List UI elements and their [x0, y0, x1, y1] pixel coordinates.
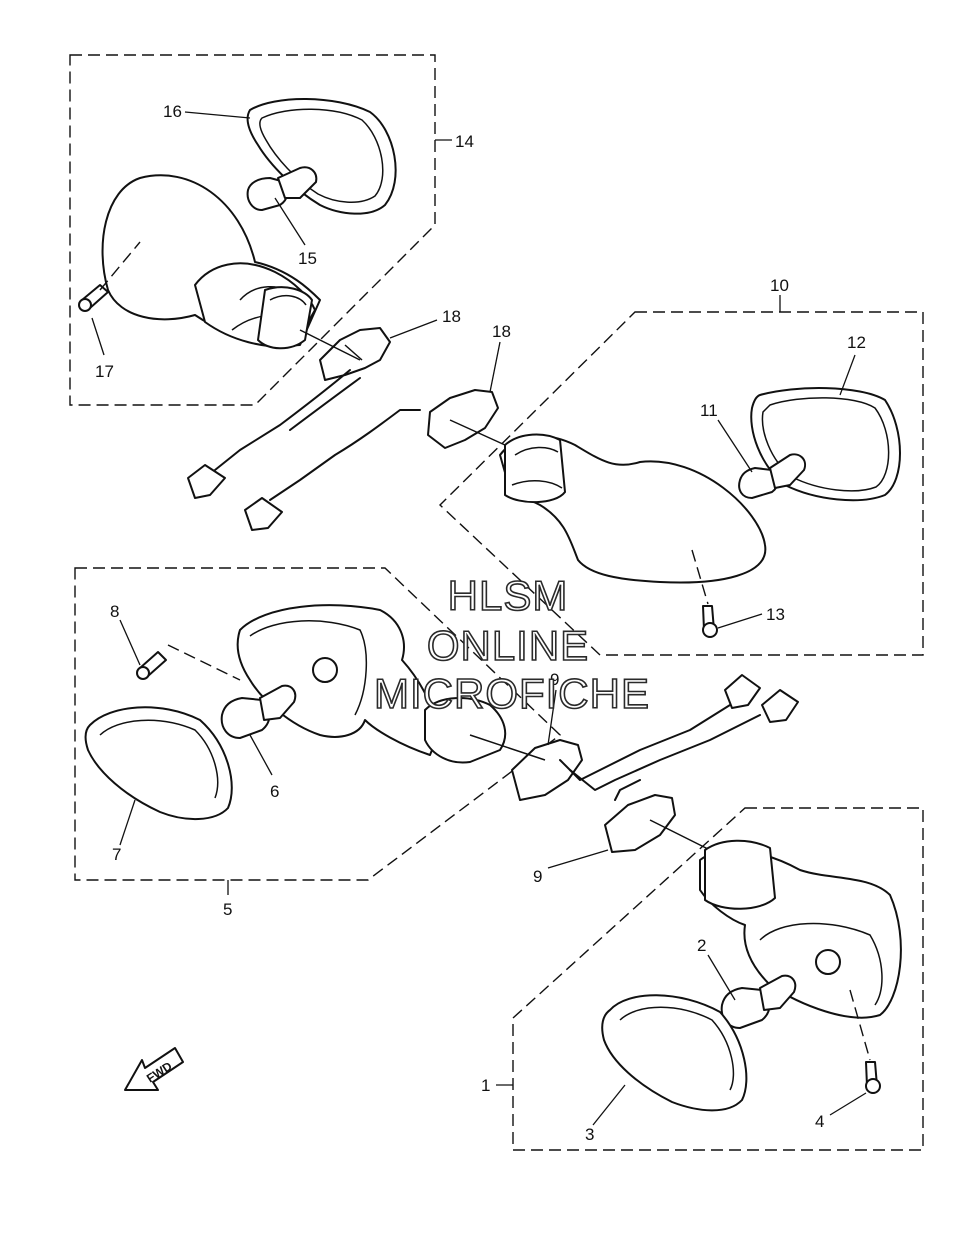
callout-6: 6 — [270, 782, 279, 801]
callout-3: 3 — [585, 1125, 594, 1144]
watermark-line-3: MICROFICHE — [374, 670, 650, 717]
callout-7: 7 — [112, 845, 121, 864]
grommet-bottom-right — [704, 839, 776, 910]
callout-10: 10 — [770, 276, 789, 295]
connector-left-2 — [761, 689, 799, 723]
callout-5: 5 — [223, 900, 232, 919]
grommet-left — [424, 697, 507, 764]
group-box-10 — [438, 311, 924, 656]
callout-16: 16 — [163, 102, 182, 121]
callout-8: 8 — [110, 602, 119, 621]
watermark-line-2: ONLINE — [427, 622, 589, 669]
bulb-base-2 — [759, 974, 797, 1011]
callout-1: 1 — [481, 1076, 490, 1095]
watermark-line-1: HLSM — [448, 572, 569, 619]
lens-7 — [84, 706, 233, 821]
callout-11: 11 — [700, 401, 718, 420]
bulb-base-11 — [769, 453, 806, 489]
turn-signal-assembly-top-left — [78, 98, 421, 531]
grommet-top-left — [257, 286, 313, 350]
group-box-14 — [69, 54, 436, 406]
bulb-base-15 — [277, 166, 318, 199]
grommet-right — [504, 433, 566, 504]
group-box-5 — [74, 567, 562, 881]
callout-12: 12 — [847, 333, 866, 352]
callout-18-top: 18 — [442, 307, 461, 326]
connector-left-1 — [724, 674, 761, 709]
callout-14: 14 — [455, 132, 474, 151]
turn-signal-assembly-right — [427, 387, 901, 638]
callout-4: 4 — [815, 1112, 824, 1131]
callout-2: 2 — [697, 936, 706, 955]
forward-direction-arrow: FWD — [124, 1047, 184, 1091]
callout-labels: 16 14 15 17 18 18 10 12 11 13 8 9 6 7 5 … — [95, 102, 866, 1144]
group-box-1 — [512, 807, 924, 1151]
callout-9-lower: 9 — [533, 867, 542, 886]
leader-lines — [91, 111, 867, 1126]
watermark: HLSM ONLINE MICROFICHE — [373, 571, 650, 718]
housing-left — [236, 604, 441, 756]
bracket-9-bottom — [604, 794, 676, 853]
callout-9-upper: 9 — [550, 670, 559, 689]
callout-17: 17 — [95, 362, 114, 381]
lens-16 — [246, 98, 397, 215]
connector-top-2 — [244, 497, 283, 531]
callout-18-right: 18 — [492, 322, 511, 341]
turn-signal-assembly-left — [84, 604, 799, 821]
callout-13: 13 — [766, 605, 785, 624]
callout-15: 15 — [298, 249, 317, 268]
bracket-18-right — [427, 389, 499, 449]
housing-right — [499, 435, 767, 584]
connector-top-1 — [187, 464, 226, 499]
bulb-base-6 — [259, 684, 297, 721]
turn-signal-assembly-bottom-right — [601, 779, 902, 1112]
lens-3 — [601, 994, 748, 1112]
